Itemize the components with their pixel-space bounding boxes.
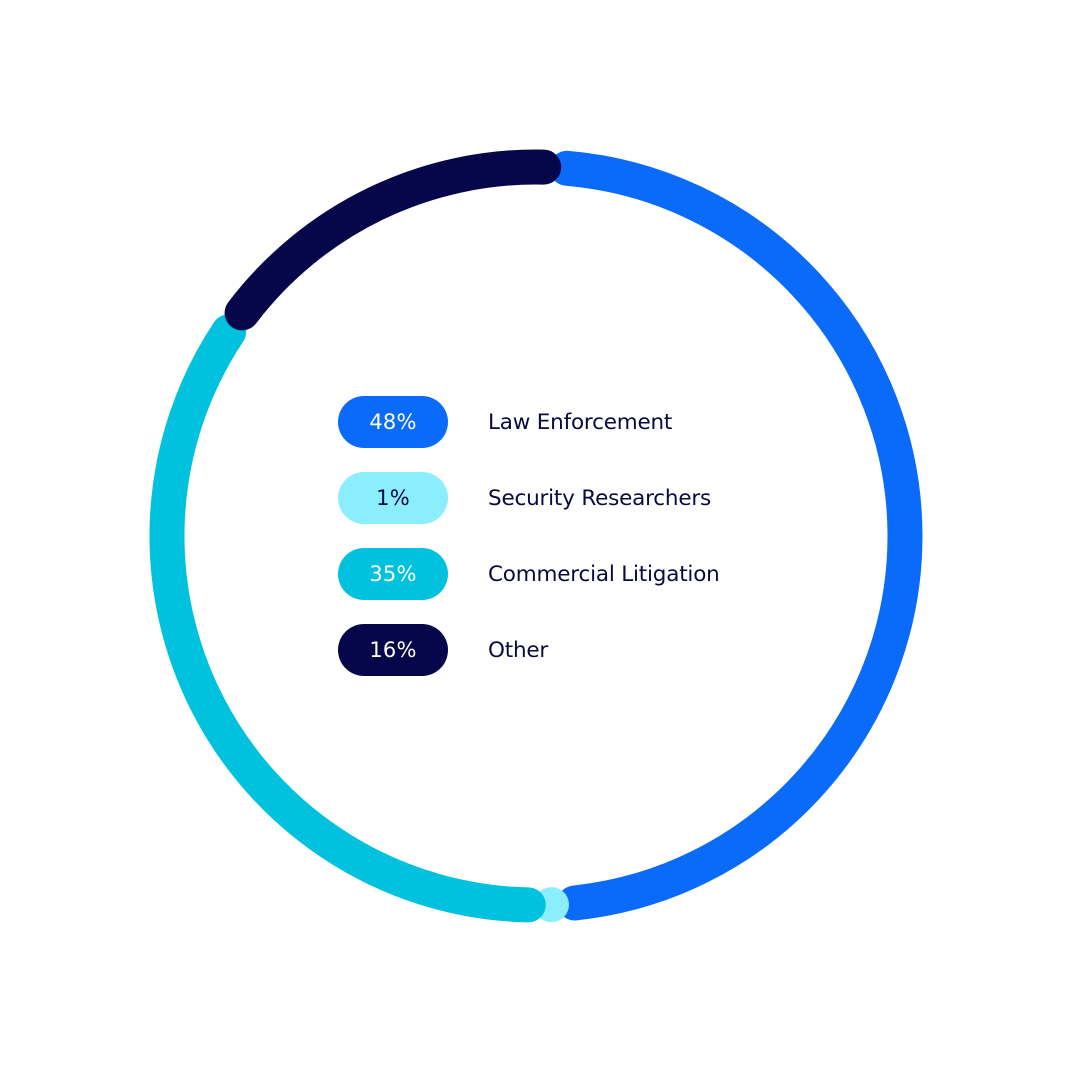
legend-item-commercial-litigation: 35% Commercial Litigation: [338, 548, 720, 600]
legend-item-other: 16% Other: [338, 624, 720, 676]
legend: 48% Law Enforcement 1% Security Research…: [338, 396, 720, 700]
legend-label: Other: [488, 637, 549, 663]
value-badge: 16%: [338, 624, 448, 676]
donut-segment-other: [224, 149, 562, 331]
legend-label: Law Enforcement: [488, 409, 673, 435]
donut-segment-law-enforcement: [549, 150, 923, 921]
value-badge: 48%: [338, 396, 448, 448]
legend-label: Security Researchers: [488, 485, 712, 511]
legend-item-security-researchers: 1% Security Researchers: [338, 472, 720, 524]
legend-label: Commercial Litigation: [488, 561, 720, 587]
value-badge: 1%: [338, 472, 448, 524]
value-badge: 35%: [338, 548, 448, 600]
legend-item-law-enforcement: 48% Law Enforcement: [338, 396, 720, 448]
donut-segment-commercial-litigation: [149, 314, 546, 923]
